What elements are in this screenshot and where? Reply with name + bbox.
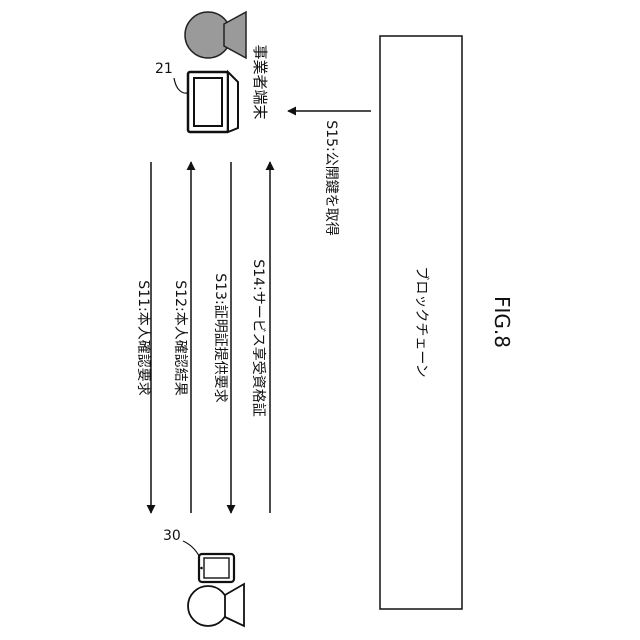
business-terminal-label: 事業者端末 bbox=[251, 44, 269, 119]
label-s11: S11:本人確認要求 bbox=[135, 280, 151, 395]
business-operator-icon bbox=[185, 12, 246, 58]
blockchain-label: ブロックチェーン bbox=[413, 266, 430, 377]
ref-21: 21 bbox=[155, 61, 173, 77]
ref-leader-30 bbox=[183, 541, 199, 556]
smartphone-icon bbox=[199, 554, 234, 582]
label-s14: S14:サービス享受資格証 bbox=[250, 259, 267, 416]
figure-label: FIG.8 bbox=[490, 296, 514, 348]
ref-30: 30 bbox=[163, 528, 181, 544]
label-s12: S12:本人確認結果 bbox=[172, 280, 188, 395]
user-icon bbox=[188, 584, 244, 626]
business-terminal-icon bbox=[188, 72, 238, 132]
label-s13: S13:証明証提供要求 bbox=[212, 273, 228, 402]
label-s15: S15:公開鍵を取得 bbox=[323, 120, 340, 235]
ref-leader-21 bbox=[174, 78, 188, 93]
